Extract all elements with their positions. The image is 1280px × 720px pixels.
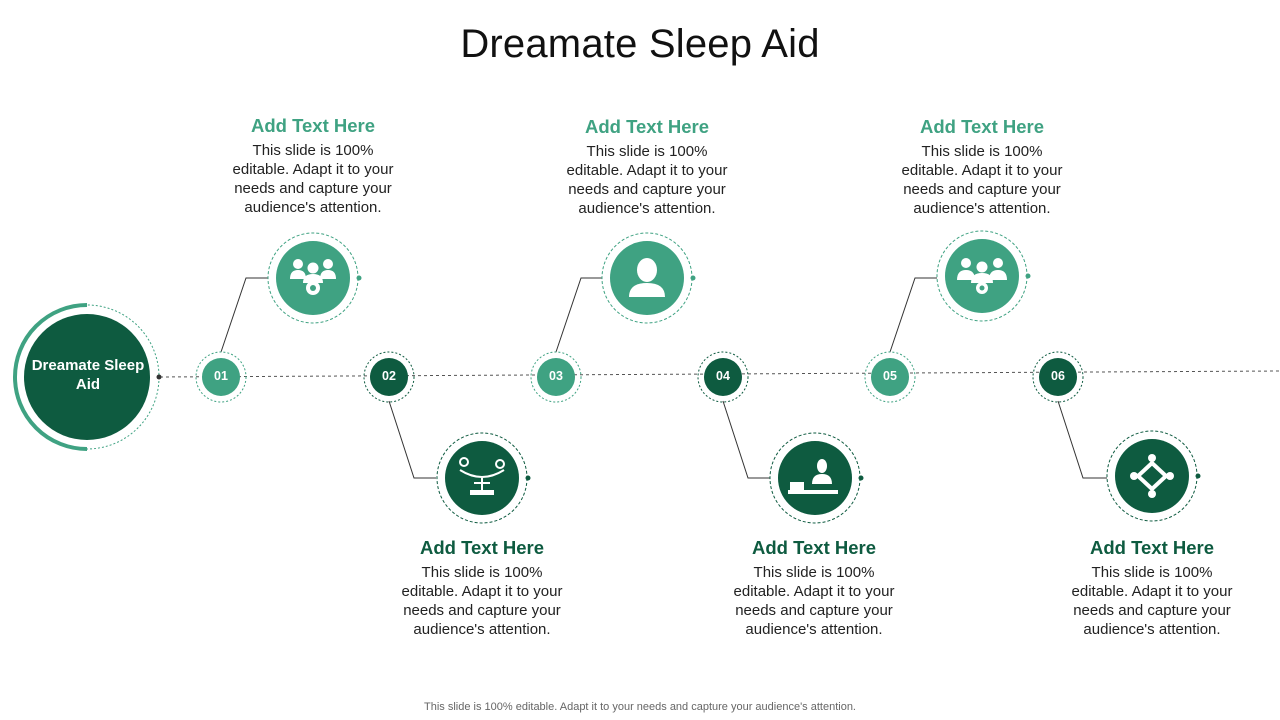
balance-scale-icon [436, 432, 531, 524]
step-heading: Add Text Here [751, 537, 877, 558]
step-description: This slide is 100% editable. Adapt it to… [1071, 564, 1233, 638]
step-number-03: 03 [549, 369, 563, 383]
step-marker-04 [697, 351, 749, 403]
step-number-06: 06 [1051, 369, 1065, 383]
step-marker-06 [1032, 351, 1084, 403]
connectors [220, 277, 1107, 479]
page-title: Dreamate Sleep Aid [460, 22, 820, 66]
step-block-03: Add Text Here This slide is 100% editabl… [557, 116, 737, 218]
footer-note: This slide is 100% editable. Adapt it to… [424, 701, 856, 713]
connector-02 [388, 400, 436, 479]
group-award-icon [936, 230, 1031, 322]
step-description: This slide is 100% editable. Adapt it to… [566, 143, 728, 217]
woman-avatar-icon [601, 232, 696, 324]
connector-06 [1057, 400, 1107, 479]
step-number-05: 05 [883, 369, 897, 383]
people-network-icon [1106, 430, 1201, 522]
hub-node [13, 303, 162, 451]
connector-04 [722, 400, 770, 479]
step-heading: Add Text Here [919, 116, 1045, 137]
step-marker-03 [530, 351, 582, 403]
team-gear-icon [267, 232, 362, 324]
step-number-04: 04 [716, 369, 730, 383]
step-description: This slide is 100% editable. Adapt it to… [232, 142, 394, 216]
connector-03 [555, 277, 602, 353]
step-description: This slide is 100% editable. Adapt it to… [401, 564, 563, 638]
hub-label: Dreamate Sleep Aid [31, 357, 145, 393]
step-heading: Add Text Here [584, 116, 710, 137]
step-description: This slide is 100% editable. Adapt it to… [733, 564, 895, 638]
step-heading: Add Text Here [1089, 537, 1215, 558]
step-heading: Add Text Here [419, 537, 545, 558]
step-description: This slide is 100% editable. Adapt it to… [901, 143, 1063, 217]
step-marker-05 [864, 351, 916, 403]
step-block-05: Add Text Here This slide is 100% editabl… [892, 116, 1072, 218]
connector-01 [220, 277, 268, 353]
step-block-04: Add Text Here This slide is 100% editabl… [724, 537, 904, 639]
step-number-01: 01 [214, 369, 228, 383]
step-block-06: Add Text Here This slide is 100% editabl… [1062, 537, 1242, 639]
step-block-01: Add Text Here This slide is 100% editabl… [223, 115, 403, 217]
step-marker-01 [195, 351, 247, 403]
step-marker-02 [363, 351, 415, 403]
connector-05 [889, 277, 937, 353]
businesswoman-desk-icon [769, 432, 864, 524]
step-heading: Add Text Here [250, 115, 376, 136]
step-number-02: 02 [382, 369, 396, 383]
step-block-02: Add Text Here This slide is 100% editabl… [392, 537, 572, 639]
